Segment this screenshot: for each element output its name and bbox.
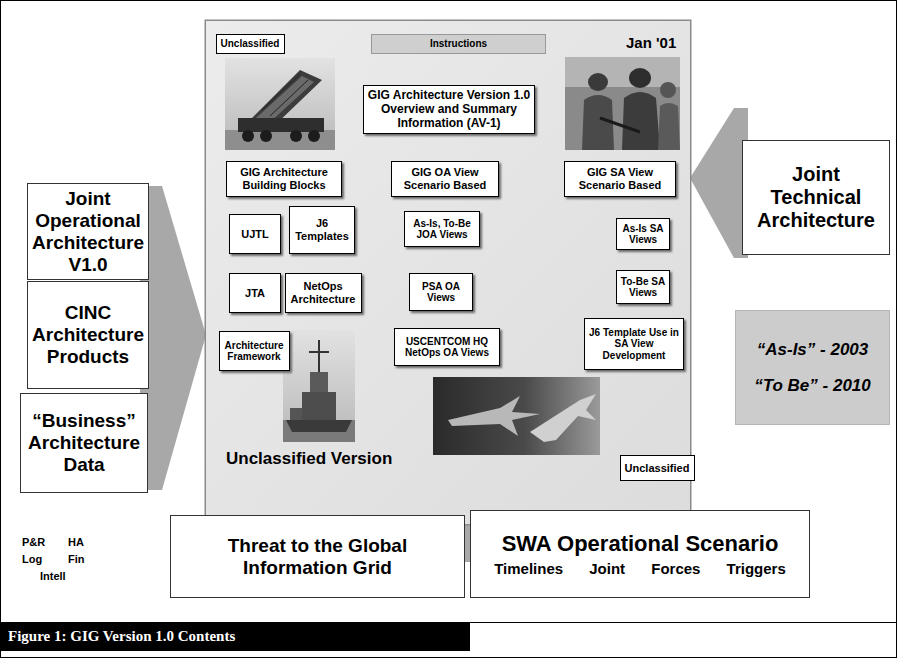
section-box: GIG Architecture Building Blocks [226,161,342,197]
product-box: USCENTCOM HQ NetOps OA Views [394,328,500,366]
box-label: J6 Template Use in SA View Development [588,327,680,362]
product-box: PSA OA Views [409,273,473,311]
box-label: PSA OA Views [413,281,469,304]
source-label: Fin [68,553,85,565]
box-label: As-Is, To-Be JOA Views [408,218,476,241]
input-arrow [690,108,748,258]
box-label: “To Be” - 2010 [742,376,883,396]
box-label: SWA Operational Scenario [476,531,804,556]
figure-caption: Figure 1: GIG Version 1.0 Contents [0,623,470,651]
box-label: JTA [233,287,277,300]
box-label: Threat to the Global Information Grid [176,535,459,579]
input-box: “Business” Architecture Data [20,393,148,493]
input-box: CINC Architecture Products [27,281,149,389]
input-box: SWA Operational ScenarioTimelines Joint … [470,510,810,598]
classification-box: Unclassified [620,455,695,481]
box-label: Unclassified [219,38,282,50]
box-label: Unclassified [623,462,692,475]
box-label: USCENTCOM HQ NetOps OA Views [398,336,496,359]
panel-ground [205,20,691,525]
box-label: To-Be SA Views [620,276,666,299]
section-box: GIG SA View Scenario Based [564,161,676,197]
ship-photo [283,330,355,442]
box-label: Timelines Joint Forces Triggers [476,560,804,577]
source-label: Intell [40,570,66,582]
source-label: Log [22,553,42,565]
input-box: Joint Operational Architecture V1.0 [27,183,149,280]
box-label: GIG Architecture Building Blocks [230,166,338,191]
product-box: NetOps Architecture [285,273,362,313]
source-label: HA [68,536,84,548]
box-label: Instructions [374,38,543,50]
product-box: JTA [229,273,281,313]
overview-box: GIG Architecture Version 1.0 Overview an… [363,85,535,134]
box-label: “Business” Architecture Data [25,410,143,476]
box-label: J6 Templates [293,217,351,242]
box-label: Architecture Framework [223,340,286,363]
box-label: Joint Technical Architecture [748,163,884,232]
timeframe-box: “As-Is” - 2003 “To Be” - 2010 [735,310,890,425]
input-arrow [140,186,206,490]
jets-photo [433,377,600,455]
box-label: UJTL [233,228,277,241]
classification-box: Unclassified [216,34,285,54]
input-box: Threat to the Global Information Grid [170,515,465,598]
launcher-photo [225,58,335,150]
box-label: NetOps Architecture [289,280,358,305]
soldiers-photo [565,57,680,150]
input-box: Joint Technical Architecture [742,140,890,255]
contents-panel: Unclassified InstructionsGIG Architecture… [205,20,691,525]
box-label: Joint Operational Architecture V1.0 [32,188,144,275]
product-box: Architecture Framework [219,331,290,371]
source-label: P&R [22,536,45,548]
panel-text: Unclassified Version [226,449,392,469]
instructions-button: Instructions [371,34,546,54]
product-box: To-Be SA Views [616,270,670,304]
box-label: GIG SA View Scenario Based [568,166,672,191]
box-label: “As-Is” - 2003 [742,340,883,360]
product-box: As-Is SA Views [616,218,670,250]
panel-text: Jan '01 [626,34,676,51]
section-box: GIG OA View Scenario Based [391,161,499,197]
box-label: GIG Architecture Version 1.0 Overview an… [367,89,531,130]
product-box: J6 Templates [289,206,355,254]
product-box: J6 Template Use in SA View Development [584,318,684,370]
product-box: UJTL [229,214,281,254]
product-box: As-Is, To-Be JOA Views [404,211,480,247]
box-label: As-Is SA Views [620,223,666,246]
box-label: GIG OA View Scenario Based [395,166,495,191]
box-label: CINC Architecture Products [32,302,144,368]
